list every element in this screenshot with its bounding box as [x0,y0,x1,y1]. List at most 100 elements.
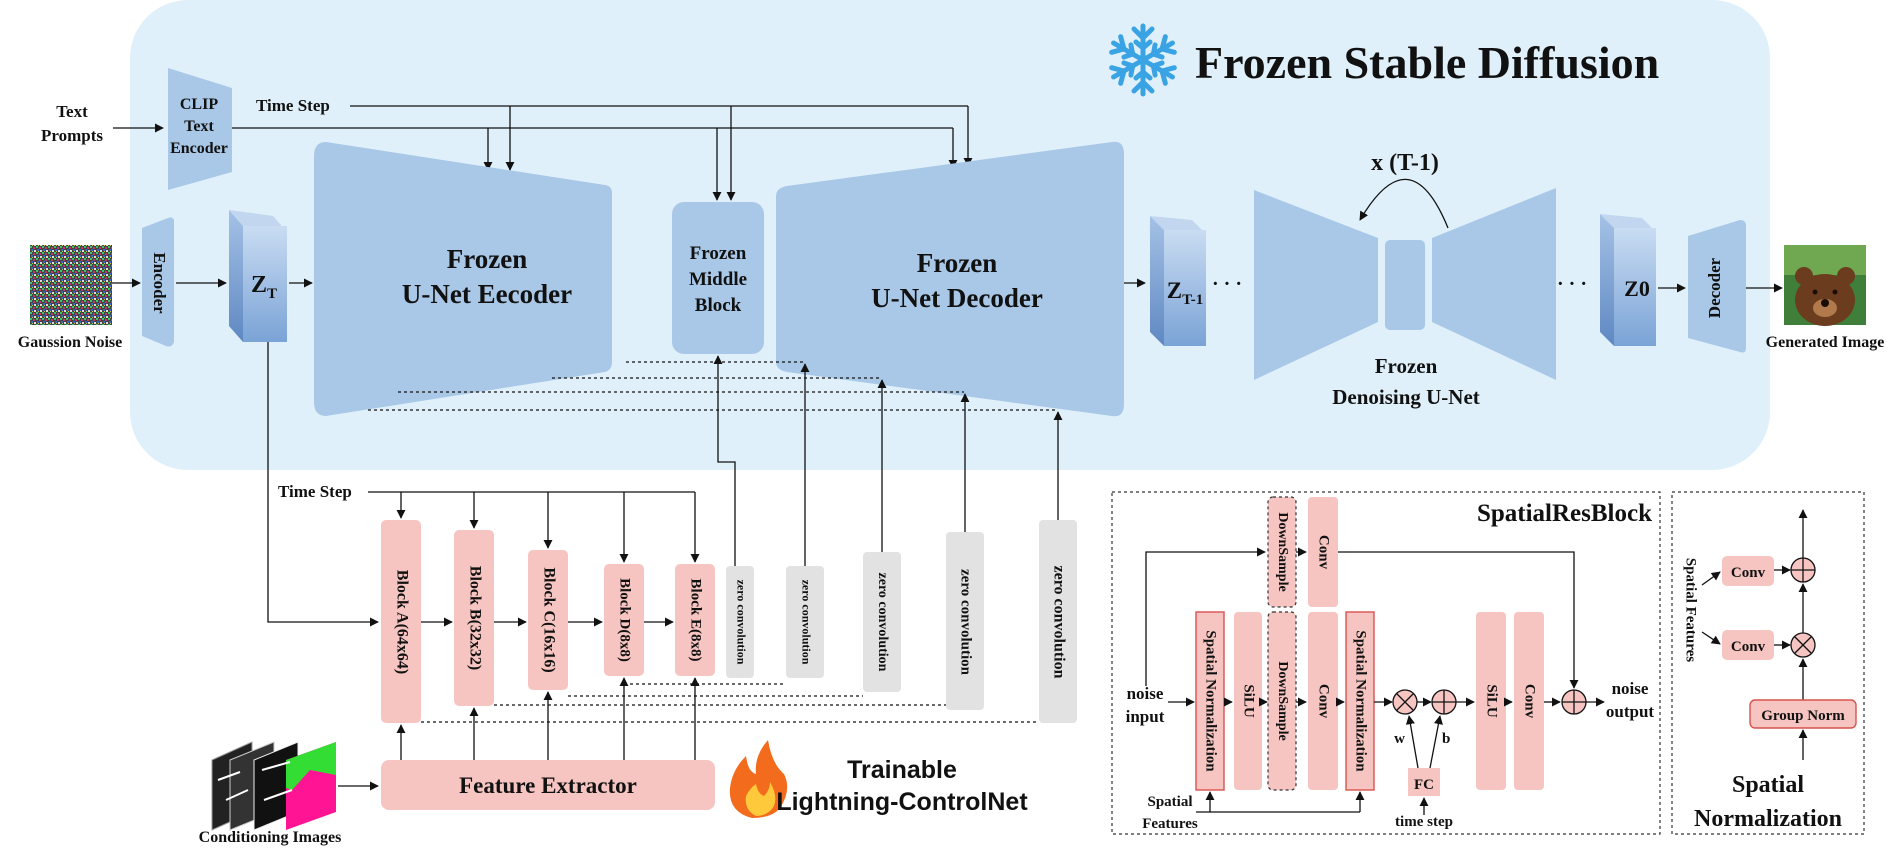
text-prompts-line2: Prompts [41,126,103,145]
generated-image-label: Generated Image [1766,334,1885,351]
zt-label: ZT [251,272,277,302]
block-e [675,564,715,676]
norm-conv-top [1722,556,1774,586]
block-d-label: Block D(8x8) [617,578,633,662]
time-step-small-label: time step [1395,814,1453,830]
norm-conv-top-label: Conv [1731,565,1766,581]
spatial-norm-2-label: Spatial Normalization [1353,630,1369,772]
spatial-norm-1 [1195,611,1225,791]
trainable-line2: Lightning-ControlNet [776,788,1028,816]
conv-top [1308,497,1338,607]
spatial-res-block-title: SpatialResBlock [1477,500,1652,527]
block-b [454,530,494,706]
silu-2 [1476,612,1506,790]
conv-top-label: Conv [1316,535,1332,570]
middle-block-line2: Middle [689,269,747,290]
bear-image [1784,245,1866,326]
denoising-line2: Denoising U-Net [1332,385,1480,409]
norm-add-op [1790,557,1816,583]
trainable-line1: Trainable [847,756,957,784]
middle-block-line3: Block [695,295,742,316]
group-norm [1749,699,1857,729]
conditioning-image-stack [211,741,336,831]
residual-add-op [1561,689,1587,715]
fc-block [1408,768,1440,796]
fc-label: FC [1414,777,1434,793]
unet-decoder-line1: Frozen [917,248,997,278]
unet-decoder-line2: U-Net Decoder [871,283,1043,313]
zt1-label: ZT-1 [1167,278,1203,308]
zero-conv-5 [1039,520,1077,723]
ellipsis-2: · · · [1557,273,1587,295]
downsample-top [1267,496,1297,608]
latent-zt-cube [229,210,287,342]
block-c [528,550,568,690]
zero-conv-5-label: zero convolution [1050,565,1067,678]
ellipsis-1: · · · [1212,273,1242,295]
denoising-line1: Frozen [1375,354,1438,378]
spatial-norm-title-1: Spatial [1732,772,1804,798]
silu-1 [1234,612,1262,790]
frozen-unet-decoder [776,141,1124,417]
downsample-bottom-label: DownSample [1275,661,1290,740]
zero-conv-2 [786,566,824,678]
silu-2-label: SiLU [1484,684,1500,718]
b-label: b [1442,731,1450,747]
block-a [381,520,421,723]
loop-label: x (T-1) [1371,150,1439,176]
latent-z0-cube [1600,214,1656,346]
block-c-label: Block C(16x16) [540,567,557,672]
norm-conv-bottom-label: Conv [1731,639,1766,655]
clip-label-1: CLIP [180,96,218,113]
block-a-label: Block A(64x64) [393,570,410,674]
zero-conv-3-label: zero convolution [875,573,890,672]
text-prompts-line1: Text [56,102,88,121]
zero-conv-2-label: zero convolution [799,580,813,665]
conv-end-label: Conv [1522,684,1538,719]
zero-conv-3 [863,552,901,692]
spatial-features-line2: Features [1142,816,1198,832]
conv-mid [1308,612,1338,790]
spatial-norm-1-label: Spatial Normalization [1203,630,1219,772]
conv-mid-label: Conv [1316,684,1332,719]
zero-conv-4 [946,532,984,710]
control-time-step-label: Time Step [278,482,352,501]
spatial-norm-2 [1345,611,1375,791]
block-b-label: Block B(32x32) [466,566,483,670]
gaussian-noise-image [30,245,112,325]
frozen-title: Frozen Stable Diffusion [1195,37,1659,88]
feature-extractor-label: Feature Extractor [459,773,637,798]
gaussian-noise-label: Gaussion Noise [18,334,122,351]
encoder-label: Encoder [150,252,169,314]
zero-conv-4-label: zero convolution [958,569,974,676]
noise-input-line2: input [1126,707,1165,726]
z0-label: Z0 [1624,276,1650,301]
multiply-op [1392,689,1418,715]
conv-end [1514,612,1544,790]
clip-label-2: Text [184,118,214,135]
clip-text-encoder [168,68,232,190]
latent-zt1-cube [1150,216,1206,346]
zero-conv-1 [726,566,754,678]
spatial-norm-title-2: Normalization [1694,806,1842,832]
clip-label-3: Encoder [170,140,228,157]
unet-encoder-line1: Frozen [447,244,527,274]
noise-output-line1: noise [1612,679,1649,698]
norm-multiply-op [1790,632,1816,658]
silu-1-label: SiLU [1241,684,1257,718]
w-label: w [1394,731,1405,747]
spatial-res-block-panel [1111,491,1661,835]
spatial-features-line1: Spatial [1147,794,1192,810]
feature-extractor [381,760,715,810]
block-e-label: Block E(8x8) [688,579,704,662]
decoder-block [1688,220,1746,353]
norm-conv-bottom [1722,630,1774,660]
add-op [1431,689,1457,715]
encoder-block [142,217,174,347]
downsample-bottom [1267,611,1297,791]
time-step-label: Time Step [256,96,330,115]
frozen-middle-block [672,202,764,354]
spatial-features-vertical: Spatial Features [1683,558,1699,662]
noise-input-line1: noise [1127,684,1164,703]
